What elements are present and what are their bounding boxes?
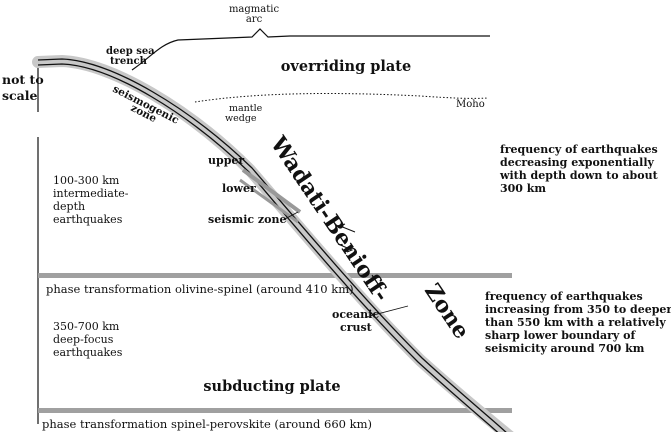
subducting-plate-label: subducting plate — [203, 378, 340, 395]
freq-text-2-line-1: frequency of earthquakes — [485, 290, 643, 303]
upper-label: upper — [208, 154, 244, 167]
phase-transformation-410: phase transformation olivine-spinel (aro… — [46, 282, 354, 296]
freq-text-2-line-2: increasing from 350 to deeper — [485, 303, 671, 316]
motion-arrow-upper — [338, 223, 356, 233]
freq-text-2-line-4: sharp lower boundary of — [485, 329, 636, 342]
not-to-label: not to — [2, 72, 44, 87]
motion-arrow-lower — [337, 243, 354, 253]
intermediate-line-2: intermediate- — [53, 187, 129, 200]
phase-transformation-660: phase transformation spinel-perovskite (… — [42, 417, 372, 431]
subducting-plate-top — [37, 58, 507, 432]
upper-seismic-band — [241, 168, 302, 214]
lower-label: lower — [222, 182, 256, 195]
intermediate-line-4: earthquakes — [53, 213, 123, 226]
deep-focus-line-2: deep-focus — [53, 333, 114, 346]
magmatic-label: magmatic — [229, 4, 280, 15]
seismic-zone-pointer — [282, 211, 299, 221]
freq-text-1-line-2: decreasing exponentially — [500, 156, 655, 169]
deep-focus-line-3: earthquakes — [53, 346, 123, 359]
arc-label: arc — [246, 14, 263, 25]
freq-text-1-line-4: 300 km — [500, 182, 546, 195]
seismic-zone-label: seismic zone — [208, 213, 287, 226]
intermediate-line-1: 100-300 km — [53, 174, 120, 187]
subducting-plate-crust — [37, 63, 499, 432]
moho-label: Moho — [456, 99, 485, 110]
subducting-plate-shadow — [32, 54, 514, 432]
phase-boundary-410 — [38, 273, 512, 278]
lower-seismic-band — [239, 178, 299, 224]
trench-label: trench — [110, 56, 148, 67]
overriding-plate-surface — [131, 28, 490, 71]
scale-label: scale — [2, 88, 37, 103]
phase-boundary-660 — [38, 408, 512, 413]
freq-text-1-line-1: frequency of earthquakes — [500, 143, 658, 156]
wedge-label: wedge — [225, 113, 257, 124]
freq-text-2-line-5: seismicity around 700 km — [485, 342, 645, 355]
oceanic-crust-pointer — [365, 305, 409, 318]
deep-sea-label: deep sea — [106, 46, 155, 57]
mantle-label: mantle — [229, 103, 263, 114]
freq-text-1-line-3: with depth down to about — [499, 169, 659, 182]
freq-text-2-line-3: than 550 km with a relatively — [485, 316, 666, 329]
crust-label: crust — [340, 321, 373, 334]
moho-line — [194, 93, 489, 103]
wadati-benioff-zone-label: Zone — [419, 279, 475, 344]
oceanic-label: oceanic — [332, 308, 379, 321]
deep-focus-line-1: 350-700 km — [53, 320, 120, 333]
intermediate-line-3: depth — [53, 200, 85, 213]
overriding-plate-label: overriding plate — [281, 58, 411, 75]
